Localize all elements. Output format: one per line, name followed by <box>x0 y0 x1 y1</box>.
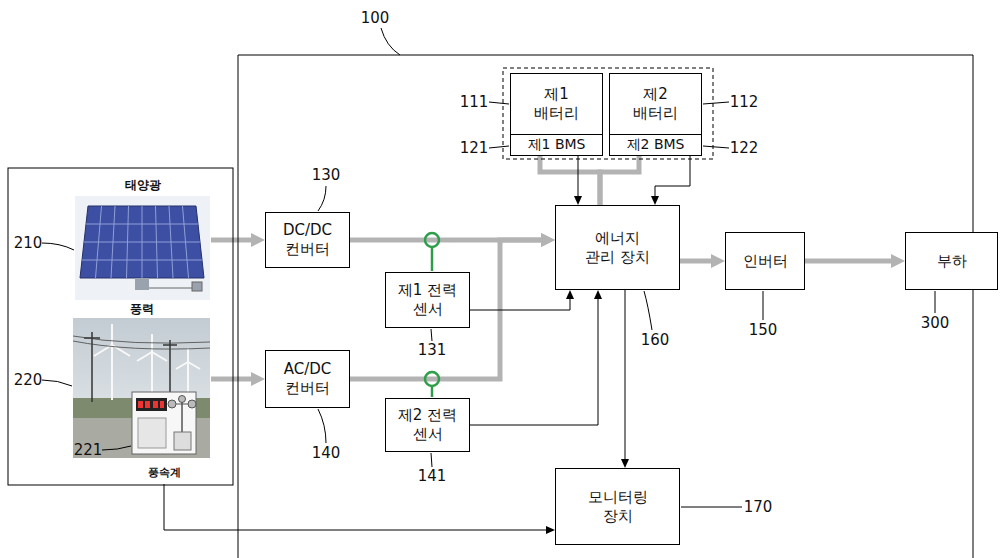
callout-number: 150 <box>749 323 778 338</box>
callout-number: 221 <box>74 443 103 458</box>
node-label: 제1 전력 센서 <box>393 281 463 319</box>
signal-arrow <box>655 156 690 196</box>
callout-number: 160 <box>641 333 670 348</box>
anemometer-illustration <box>132 392 196 454</box>
callout-number: 131 <box>418 343 447 358</box>
power-line <box>805 259 891 264</box>
node-label: AC/DC 컨버터 <box>276 360 340 398</box>
power-line <box>211 377 251 382</box>
node-label: 인버터 <box>743 252 788 271</box>
callout-number: 210 <box>14 236 43 251</box>
signal-arrow <box>470 299 570 310</box>
node-label: 에너지 관리 장치 <box>582 229 654 267</box>
node-label: DC/DC 컨버터 <box>276 221 340 259</box>
power-line <box>680 259 711 264</box>
callout-number: 121 <box>460 141 489 156</box>
system-housing <box>238 55 973 558</box>
battery-group <box>503 68 713 159</box>
callout-number: 122 <box>730 141 759 156</box>
power-line <box>540 156 600 205</box>
battery-box: 제2 배터리 <box>609 73 702 135</box>
signal-arrow <box>470 299 598 425</box>
node-label: 제2 전력 센서 <box>393 406 463 444</box>
inverter-box: 인버터 <box>725 232 805 290</box>
node-label: 제1 BMS <box>528 136 586 154</box>
power-sensor-box: 제2 전력 센서 <box>385 398 470 452</box>
callout-number: 141 <box>418 469 447 484</box>
node-label: 제1 배터리 <box>526 85 588 123</box>
solar-panel: 태양광 <box>74 176 211 302</box>
node-label: 모니터링 장치 <box>582 488 654 526</box>
node-label: 부하 <box>937 252 967 271</box>
monitoring-box: 모니터링 장치 <box>555 468 680 545</box>
power-line <box>211 238 251 243</box>
callout-number: 100 <box>361 11 390 26</box>
bms-box: 제1 BMS <box>510 134 603 156</box>
node-label: 풍속계 <box>148 466 181 480</box>
leader-line <box>42 28 935 507</box>
signal-arrow <box>578 156 579 196</box>
node-label: 태양광 <box>125 178 161 193</box>
solar-illustration <box>75 196 210 300</box>
wind-turbine: 풍력풍속계 <box>72 302 211 460</box>
wind-illustration <box>73 318 210 458</box>
callout-number: 170 <box>744 500 773 515</box>
source-frame <box>8 168 233 485</box>
bms-box: 제2 BMS <box>609 134 702 156</box>
callout-number: 112 <box>730 95 759 110</box>
energy-management-box: 에너지 관리 장치 <box>555 205 680 290</box>
converter-box: DC/DC 컨버터 <box>265 212 350 268</box>
power-sensor-box: 제1 전력 센서 <box>385 272 470 328</box>
power-line <box>600 156 639 205</box>
callout-number: 130 <box>312 168 341 183</box>
callout-number: 300 <box>921 316 950 331</box>
battery-box: 제1 배터리 <box>510 73 603 135</box>
anemometer: 풍속계 <box>132 392 196 484</box>
converter-box: AC/DC 컨버터 <box>265 350 350 408</box>
load-box: 부하 <box>905 232 998 290</box>
callout-number: 111 <box>460 95 489 110</box>
signal-arrow <box>164 484 546 530</box>
node-label: 제2 BMS <box>627 136 685 154</box>
node-label: 제2 배터리 <box>625 85 687 123</box>
node-label: 풍력 <box>130 302 154 317</box>
callout-number: 140 <box>312 446 341 461</box>
callout-number: 220 <box>14 373 43 388</box>
signal-arrow <box>625 290 626 459</box>
